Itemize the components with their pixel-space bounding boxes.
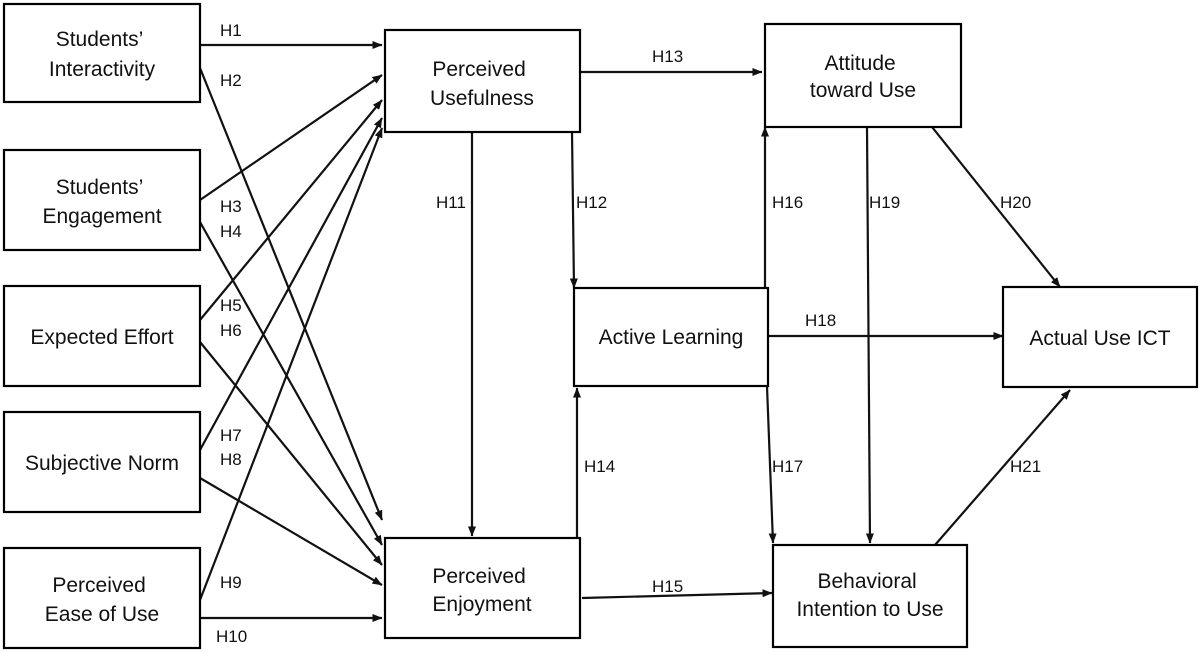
edge-h5 xyxy=(199,99,383,321)
node-subjective-norm: Subjective Norm xyxy=(2,410,202,514)
node-label: Engagement xyxy=(42,205,161,228)
node-label: toward Use xyxy=(810,79,916,102)
node-label: Ease of Use xyxy=(45,603,159,626)
edge-h3 xyxy=(199,74,383,201)
edge-h9 xyxy=(198,127,384,601)
edge-label-h12: H12 xyxy=(576,193,607,212)
edge-h15 xyxy=(581,589,773,600)
node-perceived-usefulness: Perceived Usefulness xyxy=(383,28,582,134)
svg-text:Active Learning: Active Learning xyxy=(599,326,744,349)
edge-h7 xyxy=(199,117,383,451)
node-label: Actual Use ICT xyxy=(1029,327,1170,350)
node-label: Usefulness xyxy=(430,87,534,110)
svg-text:Perceived Usefulness: Perceived Usefulness xyxy=(430,58,534,110)
node-label: Perceived xyxy=(432,565,525,588)
edge-label-h11: H11 xyxy=(436,193,466,212)
node-label: Perceived xyxy=(52,574,145,597)
svg-text:Subjective Norm: Subjective Norm xyxy=(25,452,179,475)
svg-text:Behavioral Intention to: Behavioral Intention to Use xyxy=(796,570,943,621)
node-label: Behavioral xyxy=(817,570,916,593)
node-label: Enjoyment xyxy=(432,593,531,616)
edge-label-h13: H13 xyxy=(652,47,683,66)
edge-lines xyxy=(198,41,1071,622)
node-attitude-toward-use: Attitude toward Use xyxy=(763,22,963,129)
edge-label-h2: H2 xyxy=(220,71,242,90)
node-label: Subjective Norm xyxy=(25,452,179,475)
edge-label-h4: H4 xyxy=(220,222,242,241)
edge-labels: H1 H2 H3 H4 H5 H6 H7 H8 H9 H10 H11 H12 H… xyxy=(216,21,1041,646)
node-label: Active Learning xyxy=(599,326,744,349)
edge-h4 xyxy=(199,221,383,546)
svg-text:Perceived Ease of Use: Perceived Ease of Use xyxy=(45,574,159,626)
node-label: Expected Effort xyxy=(30,326,173,349)
edge-label-h21: H21 xyxy=(1010,457,1041,476)
edge-label-h20: H20 xyxy=(1000,193,1031,212)
edge-h17 xyxy=(765,385,777,544)
node-label: Intention to Use xyxy=(796,598,943,621)
edge-label-h3: H3 xyxy=(220,197,242,216)
edge-h8 xyxy=(199,477,383,586)
node-label: Students’ xyxy=(56,176,143,199)
edge-label-h7: H7 xyxy=(220,426,242,445)
edge-h19 xyxy=(865,126,874,544)
edge-label-h19: H19 xyxy=(869,193,900,212)
edge-label-h15: H15 xyxy=(652,577,683,596)
edge-label-h1: H1 xyxy=(220,21,242,40)
edge-label-h16: H16 xyxy=(772,193,803,212)
node-active-learning: Active Learning xyxy=(572,286,770,388)
svg-text:Students’ Interactivity: Students’ Interactivity xyxy=(49,28,156,81)
edge-h20 xyxy=(931,126,1061,288)
edge-label-h9: H9 xyxy=(220,573,242,592)
node-students-interactivity: Students’ Interactivity xyxy=(2,2,202,104)
edge-label-h5: H5 xyxy=(220,296,242,315)
edge-h2 xyxy=(198,67,384,521)
svg-text:Attitude toward Use: Attitude toward Use xyxy=(810,52,916,102)
edge-label-h6: H6 xyxy=(220,321,242,340)
node-actual-use-ict: Actual Use ICT xyxy=(1001,285,1199,389)
svg-text:Students’ Engagement: Students’ Engagement xyxy=(42,176,161,228)
svg-text:Actual Use ICT: Actual Use ICT xyxy=(1029,327,1170,350)
edge-h12 xyxy=(569,131,578,289)
node-label: Interactivity xyxy=(49,58,156,81)
edge-h6 xyxy=(199,341,383,566)
edge-label-h17: H17 xyxy=(772,457,803,476)
edge-label-h10: H10 xyxy=(216,627,247,646)
svg-text:Expected Effort: Expected Effort xyxy=(30,326,173,349)
node-perceived-ease-of-use: Perceived Ease of Use xyxy=(2,546,202,650)
node-expected-effort: Expected Effort xyxy=(2,284,202,388)
node-label: Attitude xyxy=(824,52,895,75)
edge-label-h8: H8 xyxy=(220,450,242,469)
node-students-engagement: Students’ Engagement xyxy=(2,148,202,252)
node-label: Students’ xyxy=(56,28,143,51)
edge-h21 xyxy=(934,389,1071,546)
edge-label-h14: H14 xyxy=(584,457,615,476)
node-label: Perceived xyxy=(432,58,525,81)
node-perceived-enjoyment: Perceived Enjoyment xyxy=(383,536,582,640)
svg-text:Perceived Enjoyment: Perceived Enjoyment xyxy=(432,565,531,616)
node-behavioral-intention-to-use: Behavioral Intention to Use xyxy=(771,543,969,649)
edge-label-h18: H18 xyxy=(805,311,836,330)
